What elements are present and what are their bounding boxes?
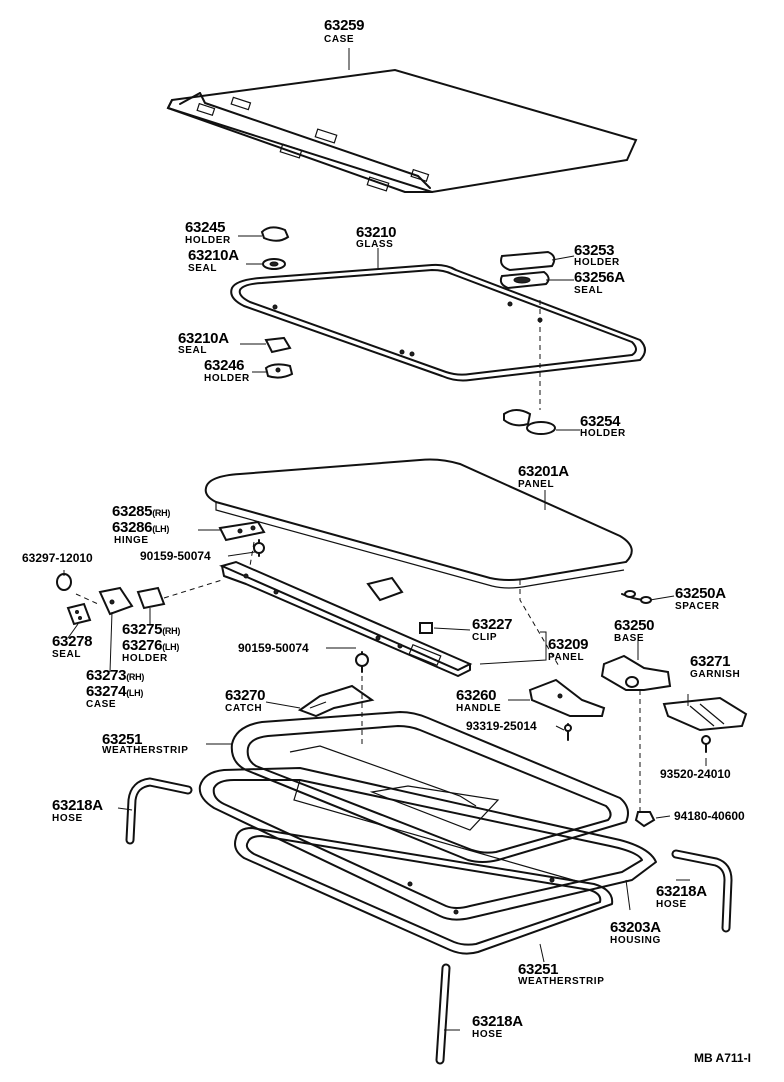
screw-93520-drawing <box>701 735 711 753</box>
spacer-63250a-drawing <box>621 590 652 604</box>
garnish-63271-drawing <box>662 696 748 732</box>
hinge-name: HINGE <box>114 535 149 546</box>
holder-63253-number: 63253 <box>574 242 615 259</box>
spacer-63250a-number: 63250A <box>675 585 726 602</box>
hose-bottom-name: HOSE <box>472 1029 503 1040</box>
seal-63210a-low-name: SEAL <box>178 345 208 356</box>
seal-63210a-low-drawing <box>264 336 292 354</box>
catch-63270-number: 63270 <box>225 687 266 704</box>
seal-63256a-drawing <box>499 270 550 290</box>
hose-left-number: 63218A <box>52 797 103 814</box>
handle-63260-name: HANDLE <box>456 703 502 714</box>
hose-bottom-number: 63218A <box>472 1013 523 1030</box>
clip-63227-name: CLIP <box>472 632 498 643</box>
holder-63253-name: HOLDER <box>574 257 620 268</box>
seal-63210a-top-drawing <box>262 258 286 270</box>
hose-right-drawing <box>671 849 733 933</box>
leader-lines <box>63 48 707 1031</box>
panel-63209-number: 63209 <box>548 636 589 653</box>
hinge-lh-number: 63286(LH) <box>112 519 170 536</box>
screw-upper-drawing <box>253 539 265 557</box>
holder-63275-name: HOLDER <box>122 653 168 664</box>
case-63259-number: 63259 <box>324 17 365 34</box>
handle-63260-drawing <box>528 678 606 717</box>
holder-63246-number: 63246 <box>204 357 245 374</box>
housing-63203a-name: HOUSING <box>610 935 661 946</box>
holder-63253-drawing <box>500 250 556 272</box>
case-63259-drawing <box>166 68 638 194</box>
hose-left-name: HOSE <box>52 813 83 824</box>
holder-63245-name: HOLDER <box>185 235 231 246</box>
seal-63210a-top-number: 63210A <box>188 247 239 264</box>
seal-63210a-top-name: SEAL <box>188 263 218 274</box>
glass-63210-number: 63210 <box>356 224 397 241</box>
housing-63203a-drawing <box>198 767 657 921</box>
weatherstrip-lower-drawing <box>234 827 614 955</box>
weatherstrip-lower-name: WEATHERSTRIP <box>518 976 605 987</box>
garnish-63271-name: GARNISH <box>690 669 741 680</box>
reference-code: MB A711-I <box>694 1051 751 1065</box>
holder-63275-drawing <box>136 586 166 610</box>
holder-63254-number: 63254 <box>580 413 621 430</box>
seal-63278-name: SEAL <box>52 649 82 660</box>
holder-63254-name: HOLDER <box>580 428 626 439</box>
base-63250-number: 63250 <box>614 617 655 634</box>
base-63250-drawing <box>600 654 672 691</box>
screw-lower-drawing <box>355 651 369 673</box>
part-63297-drawing <box>56 573 72 591</box>
housing-63203a-number: 63203A <box>610 919 661 936</box>
weatherstrip-lower-number: 63251 <box>518 961 559 978</box>
glass-63210-name: GLASS <box>356 239 394 250</box>
seal-63278-drawing <box>66 602 92 626</box>
holder-63246-drawing <box>264 363 294 379</box>
screw-93520-number: 93520-24010 <box>660 767 731 781</box>
screw-93319-number: 93319-25014 <box>466 719 537 733</box>
hose-right-name: HOSE <box>656 899 687 910</box>
screw-93319-drawing <box>564 723 572 741</box>
nut-94180-number: 94180-40600 <box>674 809 745 823</box>
holder-63245-number: 63245 <box>185 219 226 236</box>
handle-63260-number: 63260 <box>456 687 497 704</box>
holder-63246-name: HOLDER <box>204 373 250 384</box>
case-63273-name: CASE <box>86 699 117 710</box>
hinge-63285-drawing <box>218 520 266 542</box>
panel-63209-name: PANEL <box>548 652 585 663</box>
base-63250-name: BASE <box>614 633 645 644</box>
seal-63278-number: 63278 <box>52 633 93 650</box>
screw-upper-number: 90159-50074 <box>140 549 211 563</box>
seal-63256a-name: SEAL <box>574 285 604 296</box>
holder-63254-drawing <box>503 409 556 435</box>
hose-right-number: 63218A <box>656 883 707 900</box>
catch-63270-drawing <box>297 684 375 718</box>
panel-63209-drawing <box>219 560 473 677</box>
seal-63210a-low-number: 63210A <box>178 330 229 347</box>
case-63273-drawing <box>98 586 134 616</box>
hose-bottom-drawing <box>435 963 451 1065</box>
garnish-63271-number: 63271 <box>690 653 731 670</box>
case-rh-number: 63273(RH) <box>86 667 145 684</box>
case-lh-number: 63274(LH) <box>86 683 144 700</box>
part-63297-number: 63297-12010 <box>22 551 93 565</box>
panel-63201a-number: 63201A <box>518 463 569 480</box>
assembly-dashed-lines <box>249 300 641 812</box>
weatherstrip-upper-name: WEATHERSTRIP <box>102 745 189 756</box>
holder-lh-number: 63276(LH) <box>122 637 180 654</box>
holder-63245-drawing <box>260 226 290 242</box>
screw-lower-number: 90159-50074 <box>238 641 309 655</box>
hinge-rh-number: 63285(RH) <box>112 503 171 520</box>
case-63259-name: CASE <box>324 34 355 45</box>
spacer-63250a-name: SPACER <box>675 601 720 612</box>
panel-63201a-name: PANEL <box>518 479 555 490</box>
clip-63227-number: 63227 <box>472 616 513 633</box>
holder-rh-number: 63275(RH) <box>122 621 181 638</box>
seal-63256a-number: 63256A <box>574 269 625 286</box>
nut-94180-drawing <box>634 811 656 828</box>
hose-left-drawing <box>125 777 193 845</box>
clip-63227-drawing <box>419 622 433 634</box>
panel-63201a-drawing <box>204 458 633 589</box>
catch-63270-name: CATCH <box>225 703 263 714</box>
weatherstrip-upper-number: 63251 <box>102 731 143 748</box>
